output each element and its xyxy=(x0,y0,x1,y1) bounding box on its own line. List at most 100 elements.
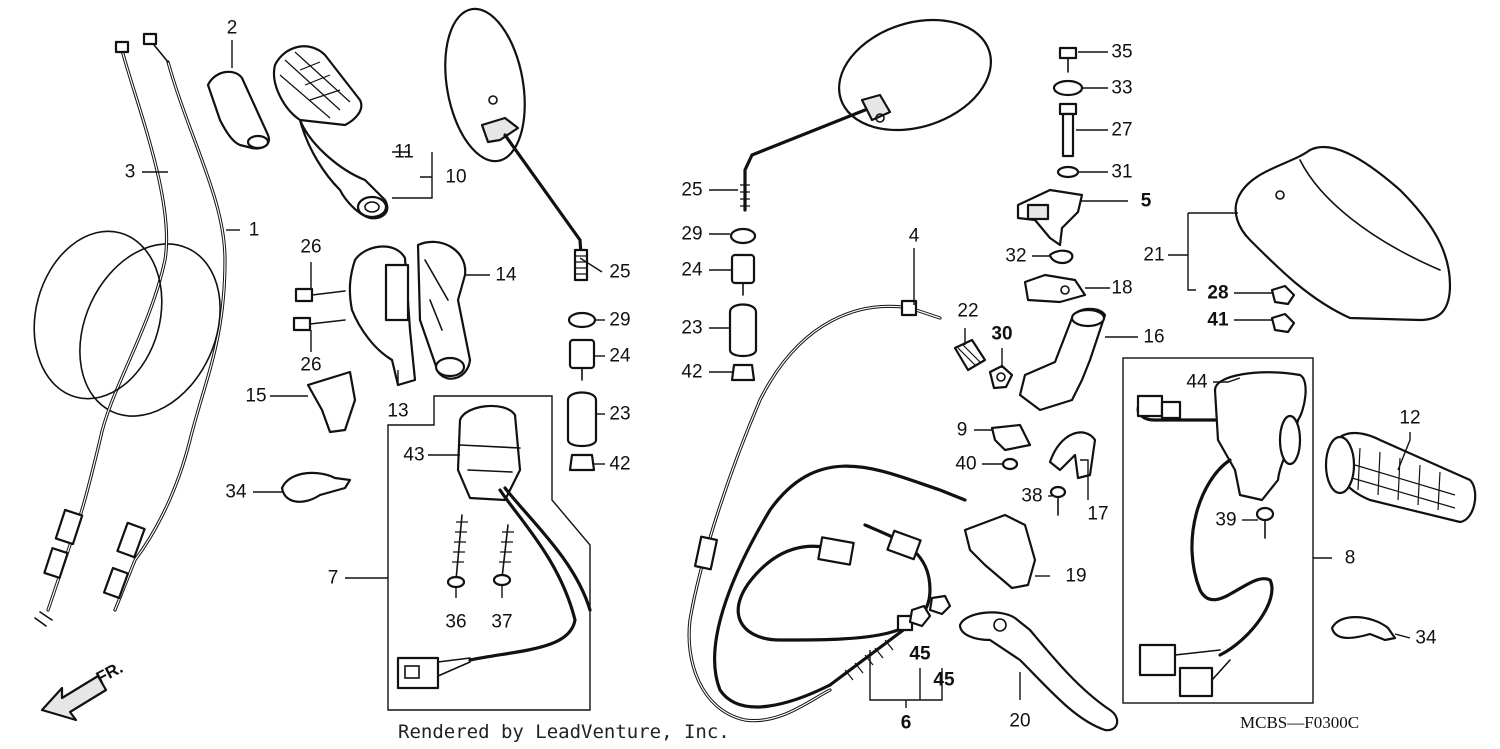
mirror-adapter-24-left xyxy=(568,338,596,381)
throttle-grip-10 xyxy=(272,45,389,220)
washer-33 xyxy=(1052,79,1084,97)
callout-24-right: 24 xyxy=(681,260,703,281)
bolt-26-lower xyxy=(292,316,346,332)
callout-3: 3 xyxy=(125,162,136,183)
nuts-45 xyxy=(908,594,952,628)
callout-1: 1 xyxy=(249,220,260,241)
render-credit: Rendered by LeadVenture, Inc. xyxy=(398,721,730,743)
callout-23-right: 23 xyxy=(681,318,702,339)
mirror-nut-42-left xyxy=(568,453,596,472)
switch-9 xyxy=(990,423,1032,452)
handlebar-grip-12 xyxy=(1324,432,1477,524)
mirror-right xyxy=(740,18,993,212)
callout-labels: 1 2 3 4 5 6 7 8 9 10 11 12 13 14 15 16 1… xyxy=(125,18,1437,734)
mirror-boot-23-right xyxy=(728,303,758,358)
left-switch-assembly-7 xyxy=(396,404,592,690)
bolt-35 xyxy=(1058,46,1078,73)
throttle-cable-inner-routing xyxy=(713,464,967,709)
mirror-left xyxy=(444,7,589,282)
front-direction-arrow-icon xyxy=(40,674,108,722)
callout-35: 35 xyxy=(1111,42,1132,63)
screw-39 xyxy=(1255,506,1275,539)
callout-12: 12 xyxy=(1399,408,1420,429)
clutch-lever-20 xyxy=(958,611,1119,732)
callout-26-upper: 26 xyxy=(300,237,321,258)
callout-21: 21 xyxy=(1143,245,1164,266)
callout-45-right: 45 xyxy=(933,670,955,691)
choke-cable-6 xyxy=(828,614,914,687)
callout-39: 39 xyxy=(1215,510,1236,531)
callout-9: 9 xyxy=(957,420,968,441)
callout-10: 10 xyxy=(445,167,466,188)
grip-cover-2 xyxy=(206,70,270,150)
callout-16: 16 xyxy=(1143,327,1164,348)
nut-41 xyxy=(1270,312,1296,334)
nut-30 xyxy=(988,364,1014,390)
callout-42-right: 42 xyxy=(681,362,702,383)
clutch-cable-4 xyxy=(687,299,942,723)
callout-6: 6 xyxy=(901,713,912,734)
callout-28: 28 xyxy=(1207,283,1228,304)
callout-33: 33 xyxy=(1111,78,1132,99)
adjuster-22 xyxy=(953,338,987,372)
cable-clamp-15 xyxy=(306,370,357,434)
callout-18: 18 xyxy=(1111,278,1132,299)
assembly-box-7 xyxy=(387,395,591,711)
mirror-nut-29-right xyxy=(729,227,757,245)
mirror-nut-29-left xyxy=(567,311,597,329)
nut-28 xyxy=(1270,284,1296,306)
lever-holder-5 xyxy=(1016,188,1084,247)
callout-2: 2 xyxy=(227,18,238,39)
callout-20: 20 xyxy=(1009,711,1030,732)
callout-26-lower: 26 xyxy=(300,355,321,376)
pivot-bolt-27 xyxy=(1058,102,1078,158)
screw-36 xyxy=(446,514,468,589)
callout-36: 36 xyxy=(445,612,466,633)
callout-27: 27 xyxy=(1111,120,1132,141)
callout-5: 5 xyxy=(1141,191,1152,212)
throttle-housing-14 xyxy=(416,240,472,380)
throttle-cable-1 xyxy=(79,32,227,612)
callout-29-right: 29 xyxy=(681,224,702,245)
callout-40: 40 xyxy=(955,454,976,475)
callout-34-left: 34 xyxy=(225,482,247,503)
lever-guard-19 xyxy=(963,513,1037,590)
callout-43: 43 xyxy=(403,445,424,466)
mirror-adapter-24-right xyxy=(730,253,756,296)
leader-lines xyxy=(142,40,1411,708)
callout-38: 38 xyxy=(1021,486,1042,507)
lever-bracket-16 xyxy=(1018,307,1107,412)
callout-23-left: 23 xyxy=(609,404,630,425)
callout-7: 7 xyxy=(328,568,339,589)
callout-4: 4 xyxy=(909,226,920,247)
callout-17: 17 xyxy=(1087,504,1108,525)
callout-29-left: 29 xyxy=(609,310,630,331)
washer-31 xyxy=(1056,165,1080,179)
clamp-17 xyxy=(1048,431,1097,480)
bolt-38 xyxy=(1049,485,1067,516)
callout-45-left: 45 xyxy=(909,644,931,665)
callout-34-right: 34 xyxy=(1415,628,1437,649)
throttle-housing-13 xyxy=(348,245,417,387)
callout-15: 15 xyxy=(245,386,266,407)
callout-25-left: 25 xyxy=(609,262,630,283)
assembly-box-8 xyxy=(1122,357,1314,704)
wire-band-34-left xyxy=(280,471,352,503)
callout-25-right: 25 xyxy=(681,180,702,201)
right-switch-assembly-8 xyxy=(1136,371,1307,698)
callout-31: 31 xyxy=(1111,162,1132,183)
bolt-26-upper xyxy=(294,287,346,303)
mirror-nut-42-right xyxy=(730,363,756,382)
wire-band-34-right xyxy=(1330,616,1397,642)
callout-8: 8 xyxy=(1345,548,1356,569)
screw-37 xyxy=(492,524,514,587)
plate-18 xyxy=(1023,273,1087,304)
callout-32: 32 xyxy=(1005,246,1026,267)
callout-44: 44 xyxy=(1186,372,1208,393)
callout-37: 37 xyxy=(491,612,512,633)
hand-guard-21 xyxy=(1234,145,1452,322)
callout-41: 41 xyxy=(1207,310,1229,331)
callout-22: 22 xyxy=(957,301,978,322)
callout-11: 11 xyxy=(394,142,414,163)
